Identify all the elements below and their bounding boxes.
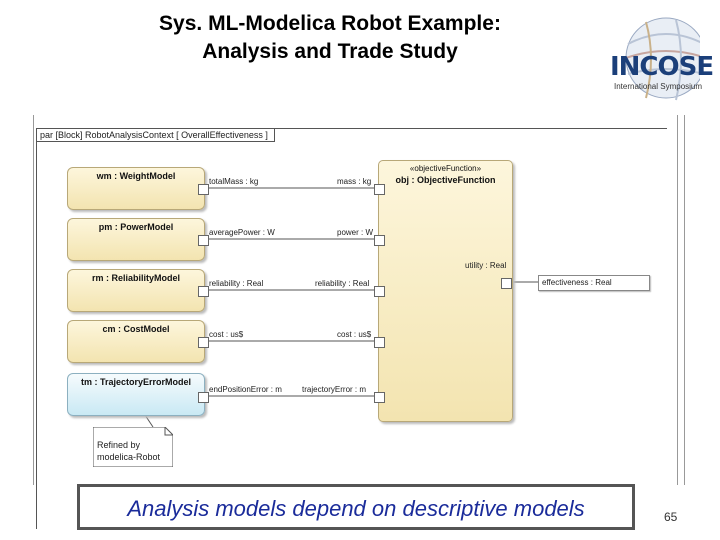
port-label-end-position-error: endPositionError : m <box>209 385 282 394</box>
port[interactable] <box>374 337 385 348</box>
part-weight-model[interactable]: wm : WeightModel <box>67 167 209 210</box>
divider-left <box>33 115 34 485</box>
port[interactable] <box>374 235 385 246</box>
divider-right <box>677 115 678 485</box>
parametric-diagram: par [Block] RobotAnalysisContext [ Overa… <box>33 115 685 529</box>
part-name: tm : TrajectoryErrorModel <box>80 377 192 387</box>
part-name: pm : PowerModel <box>98 222 174 232</box>
caption-text: Analysis models depend on descriptive mo… <box>127 496 585 521</box>
effectiveness-label: effectiveness : Real <box>542 278 612 287</box>
connectors <box>144 187 539 428</box>
objective-name: obj : ObjectiveFunction <box>395 175 496 185</box>
note-line-1: Refined by <box>97 440 141 450</box>
incose-logo: INCOSE International Symposium <box>606 14 714 104</box>
port[interactable] <box>198 337 209 348</box>
caption-banner: Analysis models depend on descriptive mo… <box>77 484 635 530</box>
port[interactable] <box>501 278 512 289</box>
obj-port-label-power: power : W <box>337 228 374 237</box>
port[interactable] <box>198 392 209 403</box>
divider-right-outer <box>684 115 685 485</box>
refinement-note: Refined by modelica-Robot <box>93 427 173 467</box>
note-line-2: modelica-Robot <box>97 452 161 462</box>
note-icon <box>93 427 173 467</box>
port-label-cost: cost : us$ <box>209 330 244 339</box>
part-reliability-model[interactable]: rm : ReliabilityModel <box>67 269 209 312</box>
obj-port-label-reliability: reliability : Real <box>315 279 370 288</box>
part-name: wm : WeightModel <box>96 171 176 181</box>
port[interactable] <box>374 184 385 195</box>
port[interactable] <box>198 286 209 297</box>
obj-port-label-trajectory-error: trajectoryError : m <box>302 385 367 394</box>
utility-label: utility : Real <box>465 261 507 270</box>
obj-port-label-mass: mass : kg <box>337 177 372 186</box>
port[interactable] <box>198 235 209 246</box>
port[interactable] <box>198 184 209 195</box>
port-label-reliability: reliability : Real <box>209 279 264 288</box>
port-label-total-mass: totalMass : kg <box>209 177 259 186</box>
title-line-2: Analysis and Trade Study <box>202 40 458 63</box>
objective-stereotype: «objectiveFunction» <box>409 164 482 173</box>
part-trajectory-error-model[interactable]: tm : TrajectoryErrorModel <box>67 373 209 416</box>
page-number: 65 <box>664 510 678 524</box>
obj-port-label-cost: cost : us$ <box>337 330 372 339</box>
part-cost-model[interactable]: cm : CostModel <box>67 320 209 363</box>
logo-name: INCOSE <box>610 52 714 82</box>
title-line-1: Sys. ML-Modelica Robot Example: <box>159 12 501 35</box>
frame-tab: par [Block] RobotAnalysisContext [ Overa… <box>37 129 275 142</box>
slide-title: Sys. ML-Modelica Robot Example: Analysis… <box>70 10 590 66</box>
diagram-frame: par [Block] RobotAnalysisContext [ Overa… <box>36 128 667 529</box>
objective-function-block[interactable]: «objectiveFunction» obj : ObjectiveFunct… <box>374 160 513 422</box>
part-name: cm : CostModel <box>102 324 170 334</box>
effectiveness-box[interactable]: effectiveness : Real <box>538 275 650 291</box>
port[interactable] <box>374 286 385 297</box>
logo-subtitle: International Symposium <box>614 82 703 91</box>
port-label-average-power: averagePower : W <box>209 228 275 237</box>
part-name: rm : ReliabilityModel <box>91 273 180 283</box>
part-power-model[interactable]: pm : PowerModel <box>67 218 209 261</box>
port[interactable] <box>374 392 385 403</box>
